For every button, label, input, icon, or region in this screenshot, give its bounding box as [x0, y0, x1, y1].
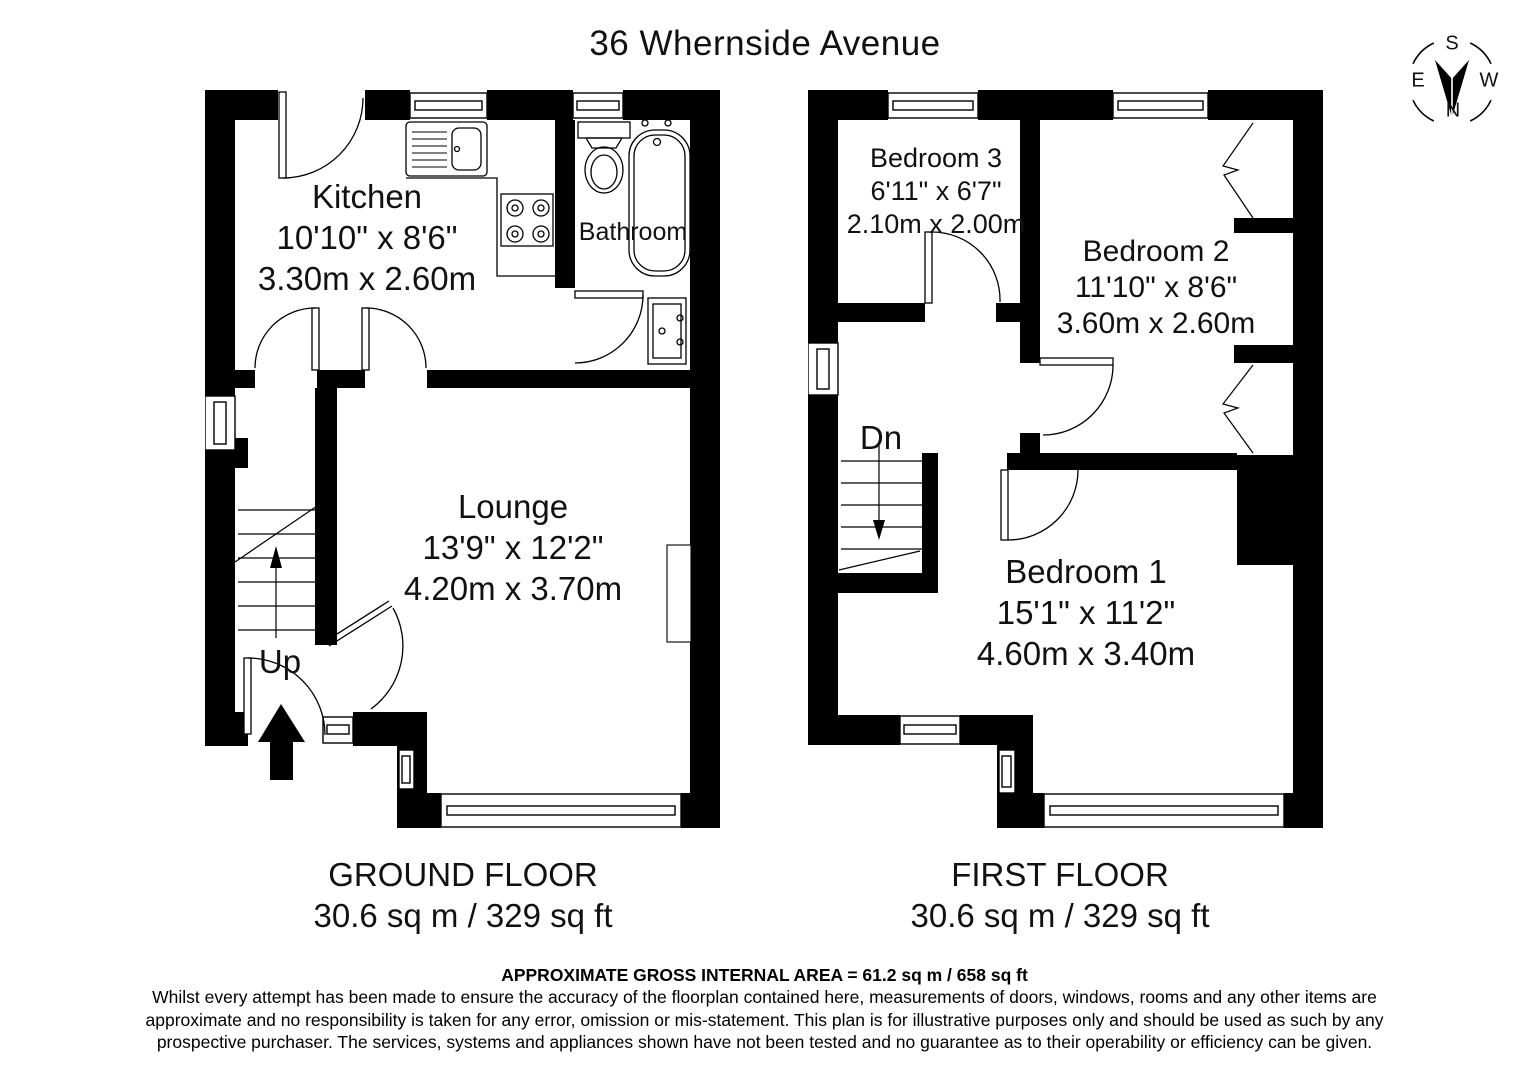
entrance-arrow — [258, 704, 305, 780]
room-dims-metric: 4.60m x 3.40m — [976, 635, 1196, 672]
wardrobe-doors — [1221, 122, 1254, 454]
bathroom-label: Bathroom — [578, 218, 688, 246]
gross-internal-area: APPROXIMATE GROSS INTERNAL AREA = 61.2 s… — [501, 965, 1028, 985]
stairs-dn-label: Dn — [859, 419, 903, 456]
ground-stairs — [234, 505, 318, 638]
ground-doors — [243, 91, 644, 736]
compass-west: W — [1479, 69, 1499, 92]
ground-floor-caption: GROUND FLOOR 30.6 sq m / 329 sq ft — [314, 854, 613, 936]
room-name: Bedroom 2 — [1082, 235, 1230, 268]
room-dims-imperial: 13'9" x 12'2" — [422, 529, 604, 566]
room-dims-metric: 2.10m x 2.00m — [846, 209, 1026, 239]
lounge-label: Lounge 13'9" x 12'2" 4.20m x 3.70m — [404, 486, 622, 609]
disclaimer-line: prospective purchaser. The services, sys… — [156, 1032, 1373, 1053]
room-dims-metric: 3.60m x 2.60m — [1056, 307, 1256, 340]
bathtub — [628, 119, 691, 277]
fireplace — [666, 544, 692, 643]
room-dims-imperial: 15'1" x 11'2" — [996, 594, 1176, 631]
ground-floor-plan — [205, 90, 720, 828]
stairs-up-label: Up — [258, 643, 302, 680]
ground-windows — [205, 92, 682, 828]
first-floor-plan — [808, 90, 1323, 828]
basin — [647, 297, 687, 365]
floor-area: 30.6 sq m / 329 sq ft — [313, 897, 613, 934]
compass-north: N — [1445, 99, 1461, 122]
ground-walls — [205, 90, 720, 828]
room-name: Bedroom 1 — [1005, 553, 1167, 590]
page-title: 36 Whernside Avenue — [589, 24, 941, 63]
floor-area: 30.6 sq m / 329 sq ft — [910, 897, 1210, 934]
compass-needle — [1435, 60, 1469, 115]
footer: APPROXIMATE GROSS INTERNAL AREA = 61.2 s… — [0, 964, 1529, 1054]
bedroom2-label: Bedroom 2 11'10" x 8'6" 3.60m x 2.60m — [1057, 234, 1255, 342]
hob — [500, 193, 554, 247]
room-name: Lounge — [457, 488, 569, 525]
disclaimer-line: Whilst every attempt has been made to en… — [152, 987, 1377, 1008]
compass-south: S — [1445, 32, 1459, 55]
floor-name: GROUND FLOOR — [328, 856, 598, 893]
first-walls — [808, 90, 1323, 828]
toilet — [577, 121, 631, 194]
disclaimer-line: approximate and no responsibility is tak… — [145, 1009, 1384, 1030]
first-doors — [924, 231, 1114, 541]
first-stairs — [838, 442, 922, 571]
room-dims-metric: 3.30m x 2.60m — [257, 260, 477, 297]
bedroom3-label: Bedroom 3 6'11" x 6'7" 2.10m x 2.00m — [847, 142, 1026, 241]
floor-name: FIRST FLOOR — [951, 856, 1169, 893]
room-dims-imperial: 11'10" x 8'6" — [1074, 271, 1238, 304]
kitchen-label: Kitchen 10'10" x 8'6" 3.30m x 2.60m — [258, 176, 476, 299]
kitchen-sink — [405, 121, 555, 277]
room-dims-imperial: 6'11" x 6'7" — [870, 176, 1002, 206]
compass-icon — [1412, 42, 1492, 122]
room-name: Bedroom 3 — [869, 143, 1003, 173]
first-windows — [808, 92, 1285, 828]
room-dims-metric: 4.20m x 3.70m — [403, 570, 623, 607]
room-name: Kitchen — [311, 178, 423, 215]
compass-east: E — [1411, 69, 1425, 92]
bedroom1-label: Bedroom 1 15'1" x 11'2" 4.60m x 3.40m — [977, 551, 1195, 674]
room-dims-imperial: 10'10" x 8'6" — [276, 219, 458, 256]
first-floor-caption: FIRST FLOOR 30.6 sq m / 329 sq ft — [911, 854, 1210, 936]
